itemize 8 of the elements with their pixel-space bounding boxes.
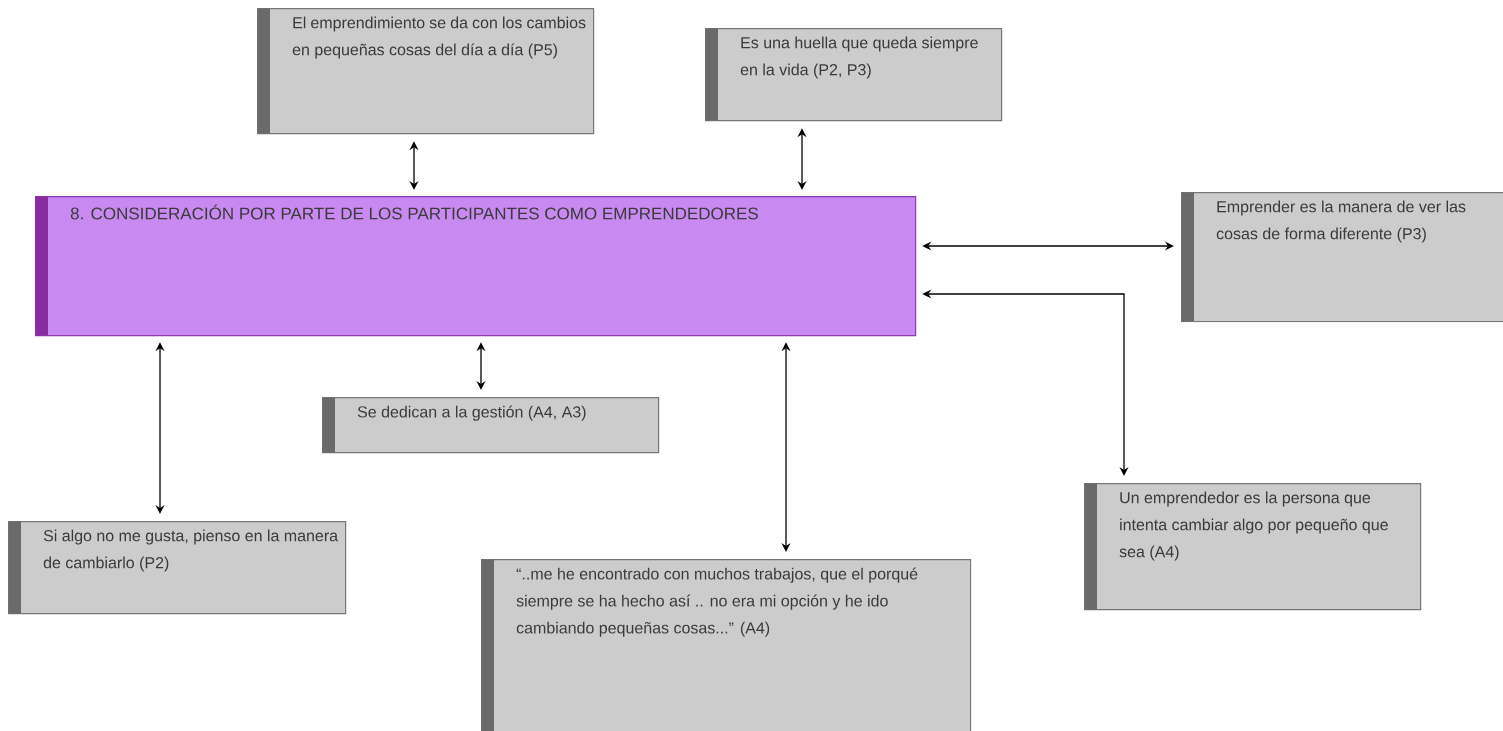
quote-box: “..me he encontrado con muchos trabajos, que el porqué siempre se ha hecho así .. no era mi opción y he ido cambiando pequeñas cosas...” (A4) xyxy=(481,559,972,731)
quote-box: El emprendimiento se da con los cambios en pequeñas cosas del día a día (P5) xyxy=(257,8,595,135)
quote-box: Es una huella que queda siempre en la vida (P2, P3) xyxy=(705,28,1003,122)
quote-box: Se dedican a la gestión (A4, A3) xyxy=(322,397,660,454)
quote-box: Emprender es la manera de ver las cosas de forma diferente (P3) xyxy=(1181,192,1503,323)
quote-box: Un emprendedor es la persona que intenta cambiar algo por pequeño que sea (A4) xyxy=(1084,483,1422,611)
category-box: 8. CONSIDERACIÓN POR PARTE DE LOS PARTICIPANTES COMO EMPRENDEDORES xyxy=(35,196,917,337)
quote-box: Si algo no me gusta, pienso en la manera de cambiarlo (P2) xyxy=(8,521,347,615)
